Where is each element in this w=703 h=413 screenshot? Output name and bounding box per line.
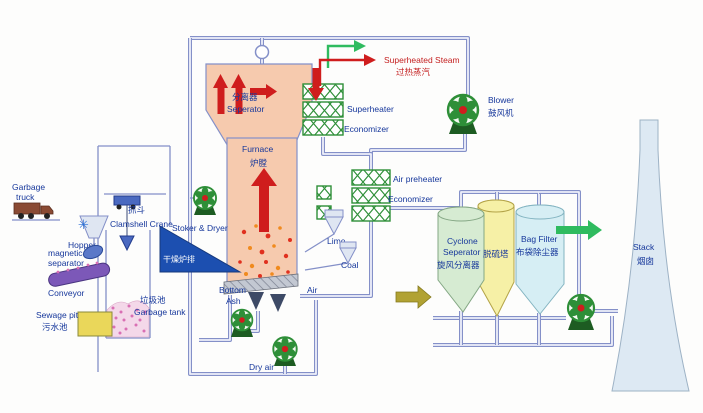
induced-draft-fan-icon	[566, 293, 596, 330]
bag-filter-label-cn: 布袋除尘器	[516, 247, 559, 257]
sewage-pit-label-cn: 污水池	[42, 322, 68, 332]
blower-fan-icon	[446, 93, 480, 134]
magnetic-separator: magnetic separator	[48, 244, 104, 268]
clamshell-label-cn: 抓斗	[128, 205, 146, 215]
cyclone-label-2: Seperator	[443, 247, 480, 257]
cyclone-label-cn: 旋风分离器	[437, 260, 480, 270]
blower-label: Blower	[488, 95, 514, 105]
garbage-truck-label-1: Garbage	[12, 182, 45, 192]
dry-air-label: Dry air	[249, 362, 274, 372]
bag-filter: Bag Filter 布袋除尘器	[515, 204, 565, 315]
bottom-ash-label-2: Ash	[226, 296, 241, 306]
bag-filter-label: Bag Filter	[521, 234, 558, 244]
gas-flow-arrows	[213, 68, 324, 232]
furnace-label: Furnace	[242, 144, 273, 154]
garbage-truck-label-2: truck	[16, 192, 35, 202]
dry-air-fan-icon	[271, 336, 299, 366]
superheater-label: Superheater	[347, 104, 394, 114]
economizer2-label: Economizer	[388, 194, 433, 204]
stoker-label: Stoker & Dryer	[172, 223, 228, 233]
lime-feeder: Lime	[304, 209, 346, 253]
clean-gas-arrow	[556, 220, 602, 240]
steam-output-arrows	[318, 40, 376, 86]
stack-label: Stack	[633, 242, 655, 252]
clamshell-label: Clamshell Crane	[110, 219, 173, 229]
furnace-ember-dots	[238, 224, 292, 278]
magnetic-separator-label-1: magnetic	[48, 248, 83, 258]
bottom-ash-label-1: Bottom	[219, 285, 246, 295]
desulfurizer-tower	[477, 199, 515, 318]
feed-hopper: ✳ Hopper	[68, 215, 109, 250]
cyclone-separator: Cyclone Seperator 旋风分离器	[437, 206, 485, 313]
superheater-economizer-bank	[302, 83, 344, 136]
conveyor: Conveyor	[48, 261, 111, 298]
cyclone-label-1: Cyclone	[447, 236, 478, 246]
stack-chimney: Stack 烟囱	[611, 119, 690, 392]
garbage-tank	[106, 300, 150, 338]
furnace-grate	[223, 273, 299, 312]
air-preheater-label: Air preheater	[393, 174, 442, 184]
garbage-tank-label-cn: 垃圾池	[140, 295, 166, 305]
airpreheater-economizer-bank	[351, 169, 391, 222]
sewage-pit-label: Sewage pit	[36, 310, 79, 320]
lime-label: Lime	[327, 236, 346, 246]
stack-label-cn: 烟囱	[637, 256, 654, 266]
coal-feeder: Coal	[304, 241, 359, 271]
steam-label-cn: 过热蒸汽	[396, 67, 431, 77]
garbage-truck: Garbage truck	[12, 182, 54, 219]
garbage-dots	[111, 304, 147, 335]
hopper-label: Hopper	[68, 240, 96, 250]
drum-sight-glass	[254, 44, 270, 60]
stoker-dryer: Stoker & Dryer 干燥炉排	[159, 223, 242, 273]
sparkle-icon: ✳	[78, 218, 89, 233]
primary-air-fan-icon	[192, 185, 218, 215]
magnetic-separator-label-2: separator	[48, 258, 84, 268]
economizer1-label: Economizer	[344, 124, 389, 134]
flue-transfer-arrow	[395, 285, 432, 309]
blower-label-cn: 鼓风机	[488, 108, 514, 118]
conveyor-label: Conveyor	[48, 288, 85, 298]
steam-label: Superheated Steam	[384, 55, 460, 65]
garbage-tank-label: Garbage tank	[134, 307, 186, 317]
stoker-label-cn: 干燥炉排	[163, 254, 195, 264]
separator-label-cn: 分离器	[232, 92, 258, 102]
clamshell-crane: 抓斗 Clamshell Crane	[110, 195, 173, 252]
sewage-pit: Sewage pit 污水池	[36, 310, 113, 337]
ash-fan-icon	[230, 308, 254, 337]
furnace-label-cn: 炉膛	[250, 158, 268, 168]
air-label: Air	[307, 285, 318, 295]
separator-label: Seperator	[227, 104, 264, 114]
conveyor-dots	[56, 261, 99, 274]
desulfurizer-label: 脱硫塔	[483, 249, 509, 259]
coal-label: Coal	[341, 260, 359, 270]
